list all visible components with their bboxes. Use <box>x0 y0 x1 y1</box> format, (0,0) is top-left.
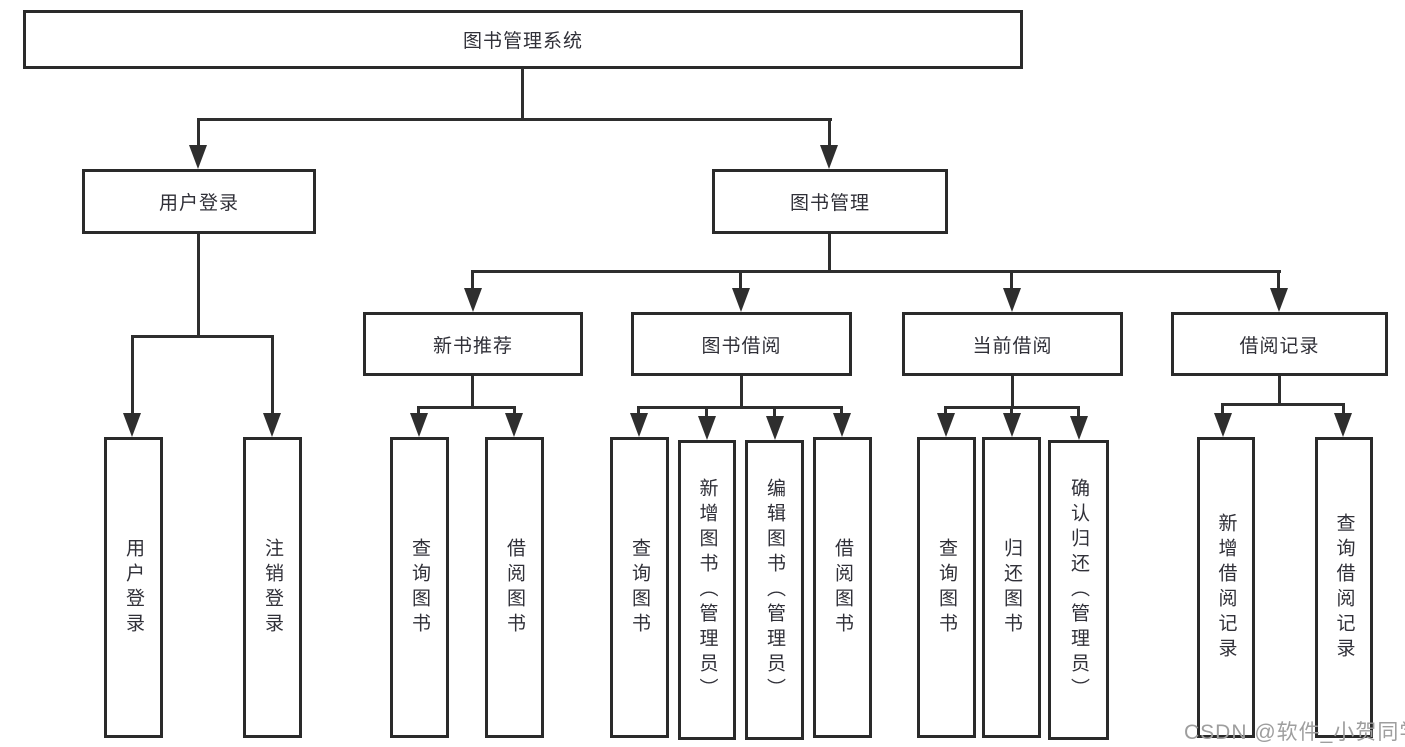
arrowhead-icon <box>937 413 955 437</box>
connector-bookborrow-drop <box>705 406 708 418</box>
leaf-edit-book-admin: 编辑图书（管理员） <box>745 440 804 740</box>
leaf-confirm-return-admin: 确认归还（管理员） <box>1048 440 1109 740</box>
arrowhead-icon <box>1003 288 1021 312</box>
arrowhead-icon <box>410 413 428 437</box>
connector-currentborrow-drop <box>1010 406 1013 418</box>
connector-currentborrow-drop <box>1077 406 1080 418</box>
node-borrow-records: 借阅记录 <box>1171 312 1388 376</box>
leaf-borrow-book-2: 借阅图书 <box>813 437 872 738</box>
node-new-book-recommend-label: 新书推荐 <box>432 335 513 357</box>
arrowhead-icon <box>1334 413 1352 437</box>
arrowhead-icon <box>464 288 482 312</box>
arrowhead-icon <box>123 413 141 437</box>
connector-borrowrecords-stem <box>1278 376 1281 406</box>
node-current-borrow: 当前借阅 <box>902 312 1123 376</box>
node-book-management-label: 图书管理 <box>789 193 870 214</box>
connector-borrowrecords-bar <box>1221 403 1345 406</box>
csdn-watermark: CSDN @软件_小贺同学 <box>1184 721 1405 744</box>
connector-bookborrow-drop <box>773 406 776 418</box>
arrowhead-icon <box>766 416 784 440</box>
connector-root-stem <box>521 68 524 120</box>
leaf-edit-book-admin-label: 编辑图书（管理员） <box>764 477 785 703</box>
leaf-query-book-3: 查询图书 <box>917 437 976 738</box>
connector-bookmgmt-drop <box>1010 270 1013 292</box>
leaf-query-book-3-label: 查询图书 <box>936 537 957 638</box>
connector-root-left-drop <box>197 118 200 150</box>
connector-newbook-drop <box>513 406 516 418</box>
arrowhead-icon <box>1070 416 1088 440</box>
connector-bookmgmt-drop <box>1277 270 1280 292</box>
arrowhead-icon <box>1270 288 1288 312</box>
node-borrow-records-label: 借阅记录 <box>1239 335 1320 357</box>
connector-currentborrow-drop <box>944 406 947 418</box>
connector-bookmgmt-stem <box>828 234 831 273</box>
connector-userlogin-right-drop <box>271 335 274 417</box>
leaf-borrow-book-2-label: 借阅图书 <box>832 537 853 638</box>
leaf-query-book-2-label: 查询图书 <box>629 537 650 638</box>
arrowhead-icon <box>820 145 838 169</box>
node-current-borrow-label: 当前借阅 <box>972 335 1053 357</box>
leaf-add-book-admin-label: 新增图书（管理员） <box>696 477 718 703</box>
arrowhead-icon <box>833 413 851 437</box>
leaf-query-borrow-record: 查询借阅记录 <box>1315 437 1373 738</box>
node-book-borrow-label: 图书借阅 <box>701 335 782 357</box>
connector-userlogin-stem <box>197 234 200 338</box>
node-user-login: 用户登录 <box>82 169 316 234</box>
arrowhead-icon <box>505 413 523 437</box>
arrowhead-icon <box>1003 413 1021 437</box>
leaf-return-book-label: 归还图书 <box>1001 537 1022 638</box>
connector-bookborrow-drop <box>840 406 843 418</box>
node-root-label: 图书管理系统 <box>462 31 583 52</box>
connector-bookmgmt-drop <box>739 270 742 292</box>
leaf-user-login: 用户登录 <box>104 437 163 738</box>
connector-currentborrow-stem <box>1011 376 1014 408</box>
node-book-management: 图书管理 <box>712 169 948 234</box>
arrowhead-icon <box>189 145 207 169</box>
arrowhead-icon <box>263 413 281 437</box>
leaf-user-login-label: 用户登录 <box>123 537 144 638</box>
leaf-query-book-2: 查询图书 <box>610 437 669 738</box>
leaf-borrow-book-1: 借阅图书 <box>485 437 544 738</box>
leaf-return-book: 归还图书 <box>982 437 1041 738</box>
leaf-add-borrow-record-label: 新增借阅记录 <box>1215 512 1237 663</box>
leaf-confirm-return-admin-label: 确认归还（管理员） <box>1068 477 1089 703</box>
leaf-add-book-admin: 新增图书（管理员） <box>678 440 736 740</box>
connector-newbook-bar <box>417 406 516 409</box>
leaf-query-book-1-label: 查询图书 <box>409 537 430 638</box>
node-user-login-label: 用户登录 <box>158 193 239 214</box>
leaf-add-borrow-record: 新增借阅记录 <box>1197 437 1255 738</box>
node-root: 图书管理系统 <box>23 10 1023 69</box>
connector-borrowrecords-drop <box>1221 403 1224 417</box>
leaf-borrow-book-1-label: 借阅图书 <box>504 537 525 638</box>
arrowhead-icon <box>732 288 750 312</box>
connector-bookmgmt-bar <box>471 270 1281 273</box>
connector-bookborrow-stem <box>740 376 743 408</box>
connector-bookmgmt-drop <box>471 270 474 292</box>
arrowhead-icon <box>630 413 648 437</box>
connector-borrowrecords-drop <box>1342 403 1345 417</box>
leaf-logout-label: 注销登录 <box>262 537 283 638</box>
node-new-book-recommend: 新书推荐 <box>363 312 583 376</box>
connector-root-right-drop <box>828 118 831 150</box>
connector-newbook-drop <box>417 406 420 418</box>
connector-bookborrow-drop <box>637 406 640 418</box>
connector-newbook-stem <box>471 376 474 408</box>
node-book-borrow: 图书借阅 <box>631 312 852 376</box>
connector-bookborrow-bar <box>637 406 842 409</box>
leaf-query-borrow-record-label: 查询借阅记录 <box>1333 512 1355 663</box>
connector-userlogin-left-drop <box>131 335 134 417</box>
leaf-logout: 注销登录 <box>243 437 302 738</box>
arrowhead-icon <box>698 416 716 440</box>
connector-userlogin-bar <box>131 335 274 338</box>
arrowhead-icon <box>1214 413 1232 437</box>
leaf-query-book-1: 查询图书 <box>390 437 449 738</box>
connector-root-bar <box>197 118 832 121</box>
